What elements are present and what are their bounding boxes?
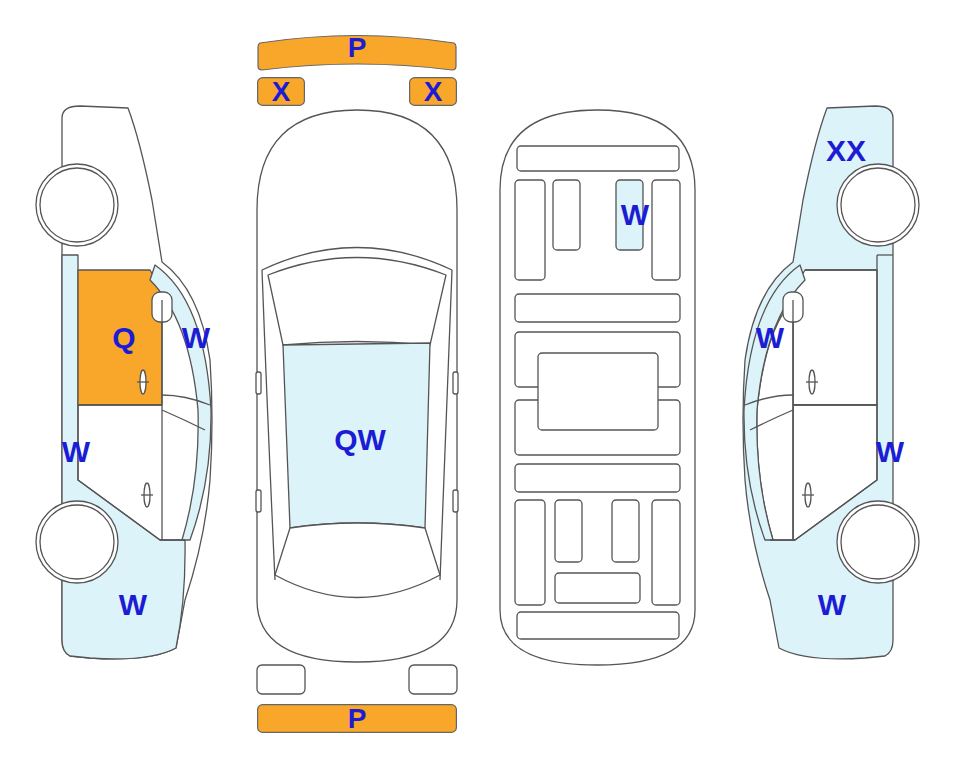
wheel-rim bbox=[841, 168, 915, 242]
body-outline bbox=[500, 110, 695, 665]
wheel-rim bbox=[40, 505, 114, 579]
wheel-rim bbox=[841, 505, 915, 579]
part-shape bbox=[258, 78, 305, 106]
part-code: X bbox=[424, 78, 443, 106]
panel bbox=[555, 573, 640, 603]
damaged-front-door bbox=[78, 270, 162, 405]
panel bbox=[612, 500, 639, 562]
wheel-rim bbox=[40, 168, 114, 242]
front-door bbox=[793, 270, 877, 405]
wheel bbox=[837, 164, 919, 246]
door-handle bbox=[141, 494, 153, 495]
door-line bbox=[793, 404, 877, 405]
door-line bbox=[792, 300, 793, 540]
door-line bbox=[78, 404, 162, 405]
window-line bbox=[745, 395, 793, 405]
panel bbox=[555, 500, 582, 562]
strip-line bbox=[876, 255, 877, 405]
headlamp-box: X bbox=[409, 77, 457, 106]
damage-code: W bbox=[62, 437, 90, 467]
rear-bumper-box: P bbox=[257, 704, 457, 733]
rear-bumper-corner bbox=[257, 665, 305, 694]
strip-line bbox=[877, 254, 893, 255]
damage-code: W bbox=[818, 590, 846, 620]
front-bumper-box: P bbox=[257, 30, 457, 71]
panel bbox=[515, 180, 545, 280]
mirror-mark bbox=[256, 372, 261, 394]
windshield bbox=[268, 258, 446, 346]
door-line bbox=[805, 269, 877, 270]
part-code: P bbox=[348, 34, 367, 62]
damaged-rear-panel bbox=[62, 255, 185, 659]
side-line bbox=[262, 270, 275, 580]
damage-code: W bbox=[182, 323, 210, 353]
wheel bbox=[36, 501, 118, 583]
damaged-pillar bbox=[744, 265, 805, 540]
top-view bbox=[256, 110, 458, 694]
damage-code: W bbox=[756, 323, 784, 353]
damage-code: QW bbox=[334, 425, 386, 455]
door-handle bbox=[137, 381, 149, 382]
panel bbox=[652, 500, 680, 605]
panel bbox=[553, 180, 580, 250]
window-line bbox=[750, 410, 793, 430]
wheel bbox=[837, 501, 919, 583]
part-shape bbox=[258, 705, 457, 733]
panel bbox=[538, 353, 658, 430]
body-outline bbox=[257, 110, 457, 662]
window-line bbox=[162, 395, 210, 405]
left-side-view bbox=[36, 106, 212, 659]
panel bbox=[515, 500, 545, 605]
rear-bumper-corner bbox=[409, 665, 457, 694]
panel bbox=[517, 146, 679, 171]
handle-mark bbox=[453, 490, 458, 512]
damage-code: W bbox=[621, 200, 649, 230]
side-line bbox=[440, 270, 452, 580]
part-code: P bbox=[348, 705, 367, 733]
underside-view bbox=[500, 110, 695, 665]
panel bbox=[515, 294, 680, 322]
right-side-view bbox=[743, 106, 919, 659]
panel bbox=[517, 612, 679, 639]
rear-window bbox=[275, 523, 440, 598]
part-shape bbox=[410, 78, 457, 106]
door-line bbox=[161, 300, 162, 540]
damage-code: W bbox=[876, 437, 904, 467]
part-code: X bbox=[272, 78, 291, 106]
damage-code: Q bbox=[112, 323, 135, 353]
damaged-pillar bbox=[150, 265, 211, 540]
handle-mark bbox=[256, 490, 261, 512]
window-line bbox=[162, 410, 205, 430]
headlamp-box: X bbox=[257, 77, 305, 106]
damaged-roof bbox=[283, 343, 430, 528]
door-handle bbox=[802, 494, 814, 495]
mirror-mark bbox=[453, 372, 458, 394]
panel bbox=[652, 180, 680, 280]
damage-code: XX bbox=[826, 136, 866, 166]
door-handle bbox=[806, 381, 818, 382]
damage-code: W bbox=[119, 590, 147, 620]
wheel bbox=[36, 164, 118, 246]
panel bbox=[515, 464, 680, 492]
